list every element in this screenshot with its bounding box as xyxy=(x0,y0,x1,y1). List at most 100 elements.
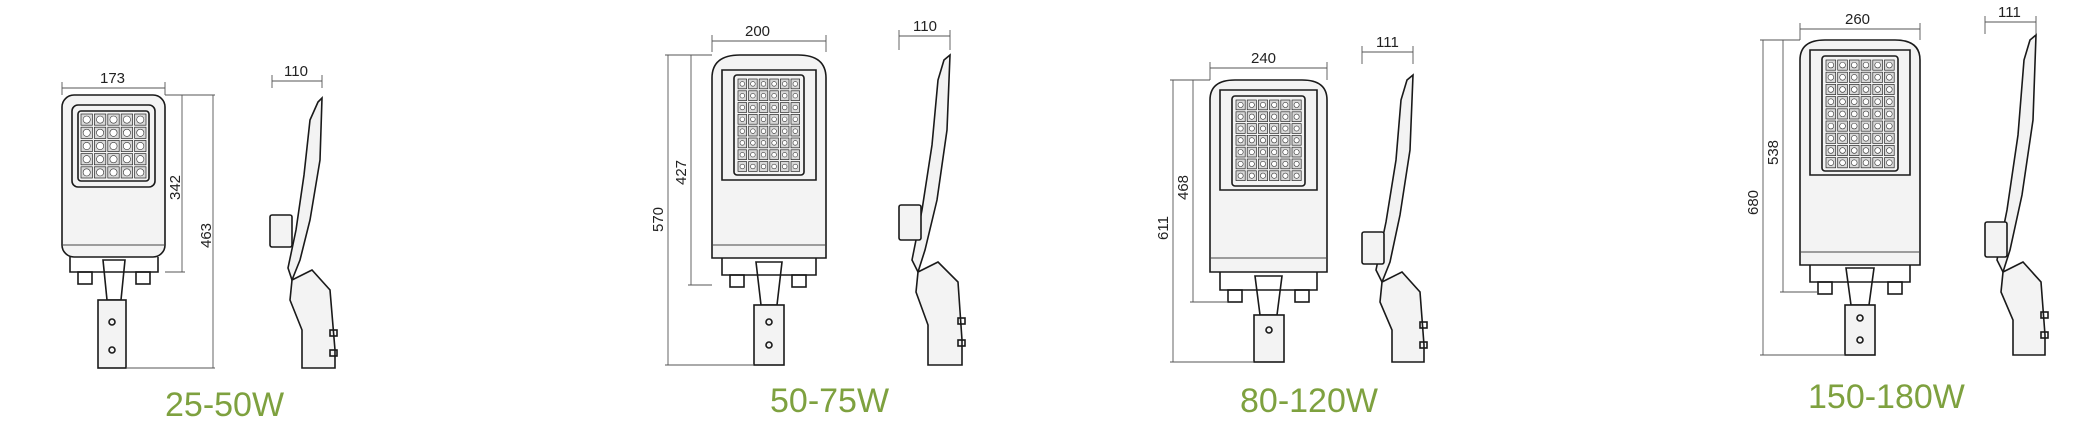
led-lens xyxy=(136,155,145,164)
side-view-80-120w: 111 xyxy=(1361,34,1428,363)
led-lens xyxy=(1260,172,1266,179)
led-lens xyxy=(1851,98,1858,105)
led-lens xyxy=(1260,149,1266,155)
led-lens xyxy=(1248,160,1255,167)
width-label: 200 xyxy=(745,23,770,40)
led-lens xyxy=(1839,98,1846,105)
width-label: 240 xyxy=(1251,50,1276,67)
total-height-label: 611 xyxy=(1155,216,1172,240)
model-150-180w: 260 538 680 xyxy=(1745,4,2049,416)
led-lens xyxy=(782,140,788,146)
led-lens xyxy=(771,93,777,99)
led-lens xyxy=(1862,61,1870,69)
led-lens xyxy=(1862,135,1870,142)
led-lens xyxy=(750,163,756,170)
led-lens xyxy=(109,155,118,164)
front-view-50-75w: 200 427 570 xyxy=(650,23,827,366)
caption-80-120w: 80-120W xyxy=(1240,382,1378,420)
led-lens xyxy=(1839,61,1846,69)
led-lens xyxy=(750,128,756,134)
led-lens xyxy=(739,140,745,146)
led-lens xyxy=(760,116,767,122)
led-lens xyxy=(1886,159,1893,166)
led-lens xyxy=(782,163,788,170)
caption-50-75w: 50-75W xyxy=(770,382,889,420)
led-lens xyxy=(739,128,745,134)
led-lens xyxy=(1237,172,1244,179)
led-lens xyxy=(1874,86,1881,93)
led-lens xyxy=(782,104,788,111)
depth-label: 110 xyxy=(913,18,937,35)
led-lens xyxy=(1839,74,1846,81)
led-lens xyxy=(96,168,104,177)
led-lens xyxy=(136,168,145,177)
led-lens xyxy=(1851,147,1858,154)
led-lens xyxy=(1282,113,1289,120)
led-lens xyxy=(1862,110,1870,118)
led-lens xyxy=(792,163,798,170)
led-lens xyxy=(1839,110,1846,118)
led-lens xyxy=(1260,137,1266,144)
led-lens xyxy=(1248,113,1255,120)
led-lens xyxy=(1237,113,1244,120)
led-lens xyxy=(1874,98,1881,105)
led-lens xyxy=(1874,110,1881,118)
front-view-150-180w: 260 538 680 xyxy=(1745,11,1921,356)
led-lens xyxy=(1282,149,1289,155)
led-lens xyxy=(1874,74,1881,81)
led-lens xyxy=(1874,147,1881,154)
led-lens xyxy=(739,163,745,170)
led-lens xyxy=(1886,74,1893,81)
led-lens xyxy=(750,81,756,87)
model-50-75w: 200 427 570 xyxy=(650,18,966,420)
led-lens xyxy=(1886,122,1893,130)
led-lens xyxy=(1293,125,1300,132)
led-lens xyxy=(792,152,798,158)
width-label: 173 xyxy=(100,70,125,87)
led-lens xyxy=(136,128,145,137)
led-lens xyxy=(771,152,777,158)
led-lens xyxy=(760,104,767,111)
led-lens xyxy=(1886,61,1893,69)
led-lens xyxy=(1248,172,1255,179)
led-lens xyxy=(109,128,118,137)
led-lens xyxy=(1862,147,1870,154)
led-lens xyxy=(1886,110,1893,118)
led-lens xyxy=(771,128,777,134)
led-lens xyxy=(792,93,798,99)
led-lens xyxy=(1862,86,1870,93)
total-height-label: 680 xyxy=(1745,190,1762,215)
led-lens xyxy=(1851,135,1858,142)
housing-height-label: 427 xyxy=(673,160,690,185)
led-lens xyxy=(1827,159,1834,166)
led-array xyxy=(80,113,147,179)
led-lens xyxy=(123,168,131,177)
led-lens xyxy=(782,93,788,99)
led-lens xyxy=(1237,102,1244,108)
led-lens xyxy=(782,81,788,87)
led-lens xyxy=(1839,159,1846,166)
led-lens xyxy=(1271,149,1278,155)
led-lens xyxy=(782,128,788,134)
led-lens xyxy=(1851,110,1858,118)
led-lens xyxy=(1827,110,1834,118)
led-lens xyxy=(1827,74,1834,81)
led-lens xyxy=(750,140,756,146)
led-lens xyxy=(123,128,131,137)
led-lens xyxy=(1862,74,1870,81)
led-lens xyxy=(1851,61,1858,69)
led-lens xyxy=(1874,122,1881,130)
led-lens xyxy=(82,142,91,150)
led-lens xyxy=(792,140,798,146)
led-lens xyxy=(1293,113,1300,120)
model-80-120w: 240 468 611 xyxy=(1155,34,1428,420)
led-lens xyxy=(123,115,131,124)
led-lens xyxy=(792,104,798,111)
led-lens xyxy=(1851,74,1858,81)
led-lens xyxy=(109,168,118,177)
led-lens xyxy=(82,155,91,164)
led-lens xyxy=(739,93,745,99)
front-view-25-50w: 173 342 463 xyxy=(61,70,215,369)
led-lens xyxy=(1851,122,1858,130)
